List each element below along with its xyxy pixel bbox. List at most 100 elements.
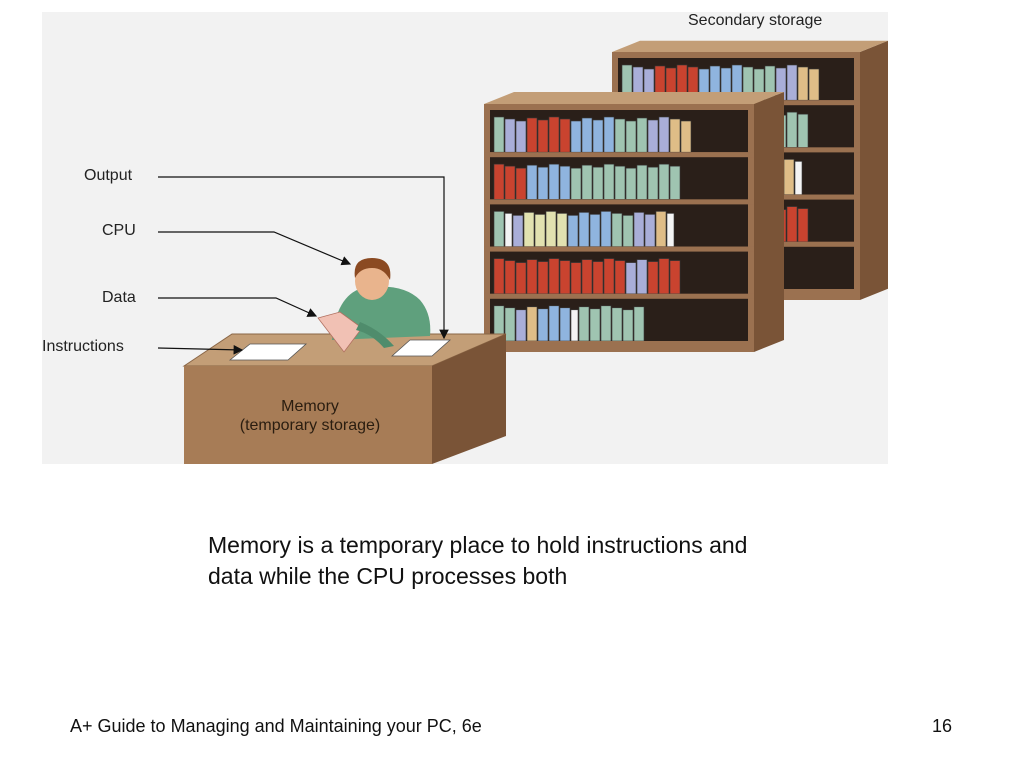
book [622,309,634,342]
book [647,119,659,153]
book [537,261,549,295]
book [603,163,615,200]
cpu-label: CPU [102,222,136,239]
cpu-arrow [158,231,352,266]
book [589,214,601,247]
book [658,116,670,153]
book [600,305,612,342]
book [570,167,582,200]
book [537,166,549,200]
book [493,211,505,247]
book [658,163,670,200]
book [548,163,560,200]
book [633,306,645,342]
book [647,261,659,295]
book [526,259,538,295]
label-arrows [157,176,449,355]
caption-line-1: Memory is a temporary place to hold inst… [208,532,748,558]
memory-desk-label: Memory (temporary storage) [184,397,436,435]
book [534,214,546,247]
instruction-paper [228,343,308,361]
person-arm [356,322,394,348]
book [636,117,648,153]
shelf-board [484,199,754,205]
book [548,305,560,342]
footer-title: A+ Guide to Managing and Maintaining you… [70,716,482,736]
book [797,208,809,243]
person-hair [354,258,391,280]
book [669,165,681,200]
book [515,262,527,295]
secondary-storage-bookcase-front [484,92,784,352]
book [644,214,656,247]
book [680,120,692,153]
book [669,118,681,153]
book [515,120,527,153]
book [504,165,516,200]
book [537,119,549,153]
bookcase-top [612,40,888,52]
book [614,260,626,295]
page-number: 16 [932,716,953,736]
book [666,213,675,247]
book [515,309,527,342]
memory-storage-illustration: Secondary storage Output CPU Data Instru… [42,12,888,464]
book [512,215,524,247]
book [797,66,809,101]
book [556,213,568,247]
shelf-board [484,293,754,299]
book [636,259,648,295]
book [567,215,579,247]
book [603,116,615,153]
instructions-label: Instructions [42,338,124,355]
book [570,120,582,153]
book [592,119,604,153]
book [581,164,593,200]
person-face [355,262,389,300]
book [578,212,590,247]
caption-line-2: data while the CPU processes both [208,563,568,589]
book [493,163,505,200]
book [592,166,604,200]
illustration-canvas [42,12,888,464]
temporary-storage-label: (temporary storage) [239,417,381,434]
book [592,261,604,295]
cpu-person [317,258,431,353]
book [786,64,798,101]
memory-label: Memory [281,398,339,415]
book [545,211,557,247]
data-label: Data [102,289,136,306]
book [625,120,637,153]
output-paper [390,339,452,357]
book [611,213,623,247]
book [504,118,516,153]
desk-front [184,366,432,464]
book [504,260,516,295]
book [797,113,809,148]
book [523,212,535,247]
book [526,117,538,153]
book [559,118,571,153]
book [559,307,571,342]
bookcase-side-panel [860,40,888,301]
book [537,308,549,342]
book [625,262,637,295]
book [636,164,648,200]
bookcase-top [484,92,784,104]
book [548,258,560,295]
desk-side [432,334,506,464]
book [614,118,626,153]
shelf-board [484,341,754,346]
book [581,117,593,153]
book [794,161,803,195]
book [526,306,538,342]
shelf-board [484,152,754,158]
book [559,165,571,200]
output-label: Output [84,167,133,184]
output-arrow [158,176,449,340]
book [493,258,505,295]
book [614,165,626,200]
book [526,164,538,200]
book [786,111,798,148]
